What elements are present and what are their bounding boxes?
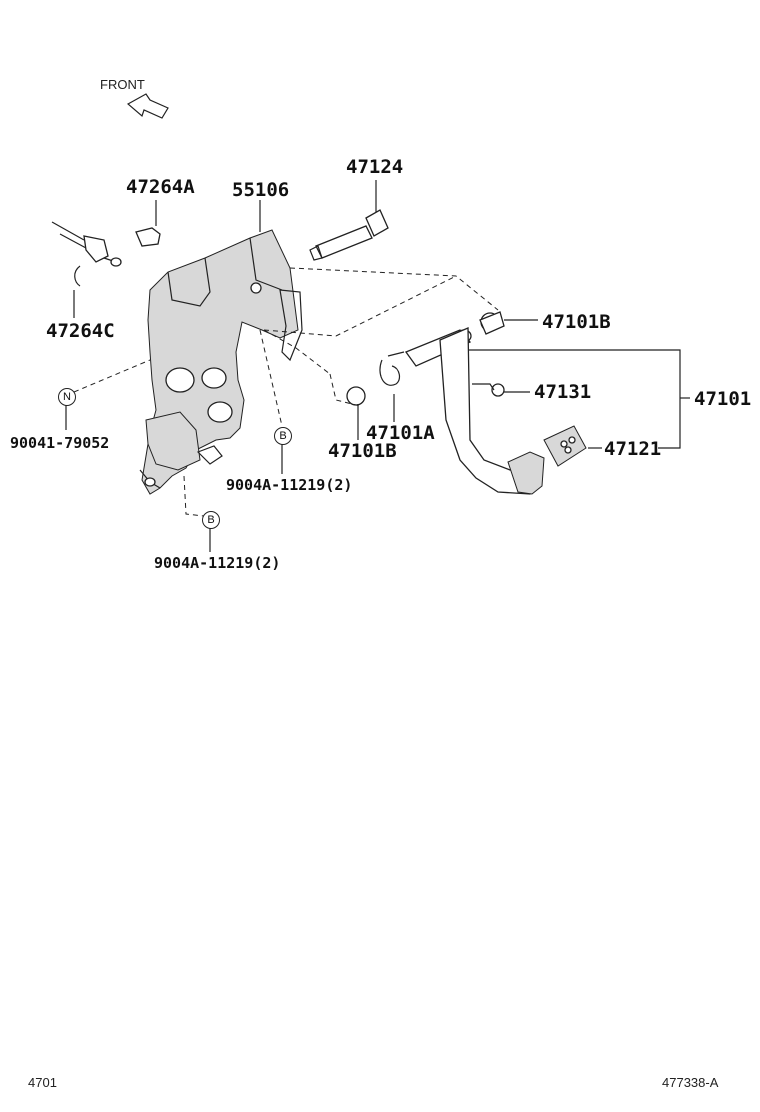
part-label-47131: 47131 — [534, 381, 592, 403]
pedal-bracket — [139, 229, 303, 495]
brake-pedal — [346, 311, 587, 495]
dashed-guides — [73, 267, 499, 517]
part-label-47101B-top: 47101B — [542, 311, 611, 333]
front-direction-label: FRONT — [100, 77, 145, 92]
part-label-47264C: 47264C — [46, 320, 115, 342]
footer-page-code: 4701 — [28, 1075, 57, 1090]
part-label-90041-79052: 90041-79052 — [10, 434, 110, 452]
part-label-47101B-bottom: 47101B — [328, 440, 397, 462]
part-label-55106: 55106 — [232, 179, 290, 201]
part-label-47101: 47101 — [694, 388, 752, 410]
part-label-47121: 47121 — [604, 438, 662, 460]
callout-b-mark-right: B — [274, 427, 292, 445]
part-label-47124: 47124 — [346, 156, 404, 178]
footer-drawing-id: 477338-A — [662, 1075, 719, 1090]
part-label-9004A-11219-right: 9004A-11219(2) — [226, 476, 353, 494]
leader-lines — [65, 180, 690, 552]
part-label-47264A: 47264A — [126, 176, 195, 198]
pivot-bolt — [309, 209, 389, 261]
part-label-47101A: 47101A — [366, 422, 435, 444]
callout-b-mark-bottom: B — [202, 511, 220, 529]
clevis-assembly — [51, 221, 161, 287]
part-label-9004A-11219-bottom: 9004A-11219(2) — [154, 554, 281, 572]
callout-n-mark: N — [58, 388, 76, 406]
front-arrow-icon — [126, 93, 169, 119]
